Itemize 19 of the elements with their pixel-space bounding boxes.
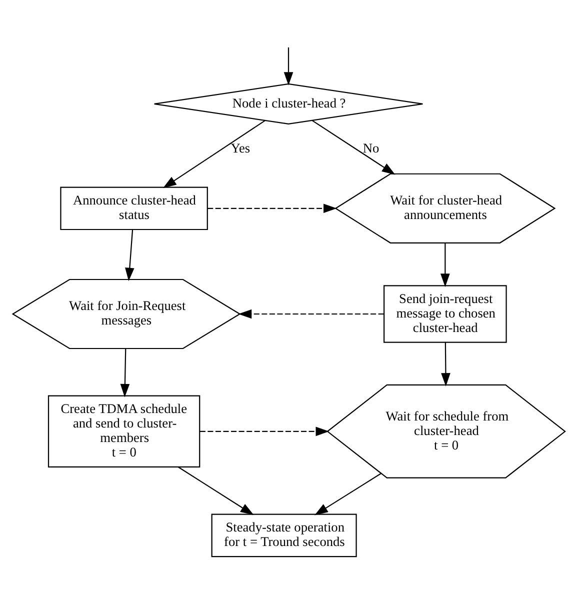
arrow [312,120,396,174]
arrow [284,46,294,85]
arrow [208,203,337,213]
arrow [200,426,330,436]
edge-label: Yes [230,140,250,155]
node-box: Announce cluster-head status [60,186,208,230]
arrow [238,308,384,318]
arrow [440,242,450,287]
node-box: Steady-state operation for t = Tround seconds [211,513,357,557]
arrow [441,342,450,386]
arrow [314,472,382,515]
arrow [162,120,266,188]
arrow [178,466,254,515]
arrow [120,348,130,397]
arrow [125,229,134,281]
edge-label: No [362,140,380,155]
node-box: Create TDMA schedule and send to cluster-members t = 0 [48,394,200,468]
node-box: Send join-request message to chosen cluster-head [384,284,507,342]
node-diamond: Node i cluster-head ? [154,82,424,124]
